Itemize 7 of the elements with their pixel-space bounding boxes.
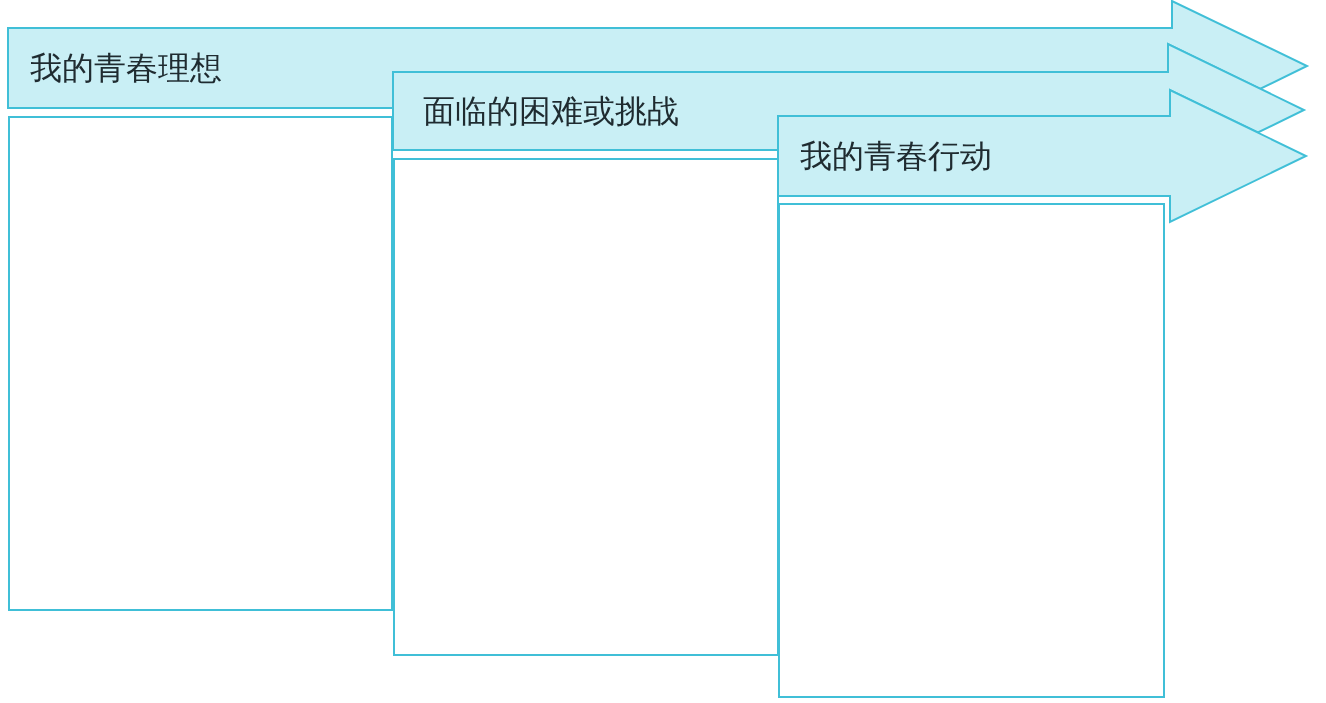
answer-box [393, 158, 779, 656]
answer-box [8, 116, 393, 611]
banner-title: 我的青春行动 [800, 137, 992, 175]
arrow-banner [777, 89, 1307, 223]
answer-box [778, 203, 1165, 698]
banner-title: 面临的困难或挑战 [423, 92, 679, 130]
banner-title: 我的青春理想 [30, 49, 222, 87]
